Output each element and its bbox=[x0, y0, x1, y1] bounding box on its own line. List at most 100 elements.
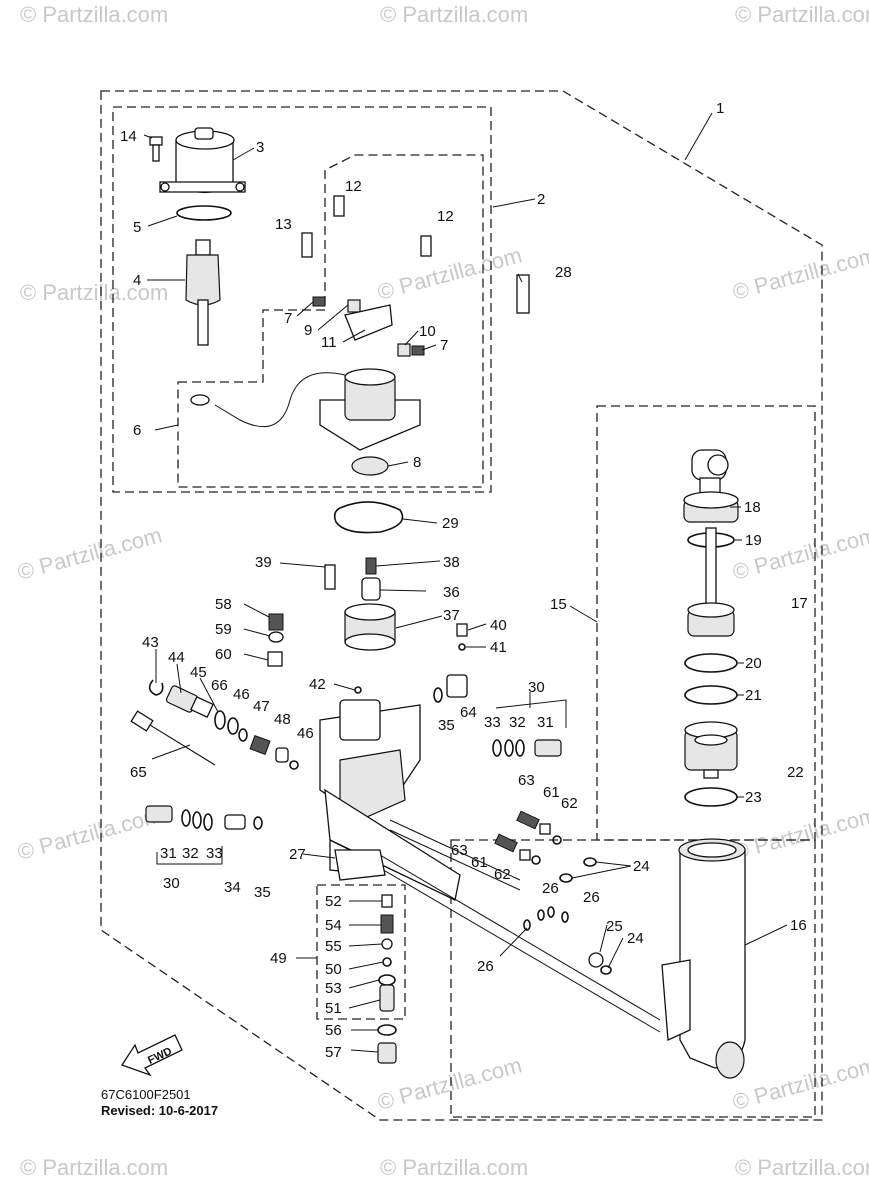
o-ring-46b bbox=[289, 760, 299, 770]
callout-29: 29 bbox=[442, 515, 459, 532]
callout-25: 25 bbox=[606, 918, 623, 935]
callout-12b: 12 bbox=[437, 208, 454, 225]
watermark: © Partzilla.com bbox=[375, 242, 525, 305]
callout-61b: 61 bbox=[471, 854, 488, 871]
o-ring-24a bbox=[583, 857, 597, 867]
callout-7b: 7 bbox=[440, 337, 448, 354]
callout-12a: 12 bbox=[345, 178, 362, 195]
o-ring-41 bbox=[458, 643, 466, 651]
watermark: © Partzilla.com bbox=[735, 1155, 869, 1180]
callout-45: 45 bbox=[190, 664, 207, 681]
watermark: © Partzilla.com bbox=[20, 2, 168, 27]
o-ring-26b bbox=[547, 906, 555, 918]
bolt-12a bbox=[333, 195, 345, 217]
callout-6: 6 bbox=[133, 422, 141, 439]
callout-5: 5 bbox=[133, 219, 141, 236]
o-ring-26a bbox=[537, 909, 545, 921]
spacer-36 bbox=[361, 577, 381, 601]
tilt-cylinder-outline-16 bbox=[450, 839, 816, 1118]
spring-47 bbox=[249, 735, 271, 755]
relief-valves bbox=[494, 810, 562, 865]
pipe bbox=[389, 829, 521, 891]
o-ring-42 bbox=[354, 686, 362, 694]
callout-1: 1 bbox=[716, 100, 724, 117]
callout-49: 49 bbox=[270, 950, 287, 967]
callout-44: 44 bbox=[168, 649, 185, 666]
pin-40 bbox=[456, 623, 468, 637]
callout-53: 53 bbox=[325, 980, 342, 997]
callout-37: 37 bbox=[443, 607, 460, 624]
callout-46a: 46 bbox=[233, 686, 250, 703]
callout-52: 52 bbox=[325, 893, 342, 910]
callout-39: 39 bbox=[255, 554, 272, 571]
callout-62b: 62 bbox=[494, 866, 511, 883]
callout-4: 4 bbox=[133, 272, 141, 289]
callout-9: 9 bbox=[304, 322, 312, 339]
callout-63b: 63 bbox=[451, 842, 468, 859]
callout-24b: 24 bbox=[627, 930, 644, 947]
callout-60: 60 bbox=[215, 646, 232, 663]
tilt-ram bbox=[683, 449, 739, 637]
pipe bbox=[379, 854, 661, 1021]
o-ring-5 bbox=[176, 205, 232, 221]
callout-32b: 32 bbox=[182, 845, 199, 862]
callout-47: 47 bbox=[253, 698, 270, 715]
diagram-code: 67C6100F2501 bbox=[101, 1087, 191, 1102]
callout-33a: 33 bbox=[484, 714, 501, 731]
ball-59 bbox=[268, 631, 284, 643]
o-ring-66 bbox=[227, 717, 239, 735]
o-ring-23 bbox=[684, 787, 738, 807]
bolt-14 bbox=[149, 136, 163, 162]
watermark: © Partzilla.com bbox=[15, 802, 165, 865]
valve-48 bbox=[275, 747, 289, 763]
watermark: © Partzilla.com bbox=[380, 2, 528, 27]
callout-34: 34 bbox=[224, 879, 241, 896]
revision-date: Revised: 10-6-2017 bbox=[101, 1103, 218, 1118]
valve-group-49 bbox=[378, 894, 396, 1012]
callout-8: 8 bbox=[413, 454, 421, 471]
callout-15: 15 bbox=[550, 596, 567, 613]
pipe bbox=[379, 867, 661, 1033]
callout-16: 16 bbox=[790, 917, 807, 934]
callout-11: 11 bbox=[321, 334, 337, 351]
tilt-cylinder-16 bbox=[661, 838, 746, 1079]
callout-62a: 62 bbox=[561, 795, 578, 812]
watermark: © Partzilla.com bbox=[20, 280, 168, 305]
callout-31b: 31 bbox=[160, 845, 177, 862]
callout-38: 38 bbox=[443, 554, 460, 571]
watermark: © Partzilla.com bbox=[730, 242, 869, 305]
callout-54: 54 bbox=[325, 917, 342, 934]
bolt-12b bbox=[420, 235, 432, 257]
callout-24a: 24 bbox=[633, 858, 650, 875]
parts-drawing: FWD bbox=[121, 127, 746, 1079]
callout-7a: 7 bbox=[284, 310, 292, 327]
callout-63a: 63 bbox=[518, 772, 535, 789]
callout-51: 51 bbox=[325, 1000, 342, 1017]
callout-56: 56 bbox=[325, 1022, 342, 1039]
callout-65: 65 bbox=[130, 764, 147, 781]
callout-36: 36 bbox=[443, 584, 460, 601]
callout-26c: 26 bbox=[477, 958, 494, 975]
circlip-43 bbox=[148, 679, 164, 696]
watermark: © Partzilla.com bbox=[20, 1155, 168, 1180]
callout-10: 10 bbox=[419, 323, 436, 340]
callout-66: 66 bbox=[211, 677, 228, 694]
callout-28: 28 bbox=[555, 264, 572, 281]
spring-58 bbox=[268, 613, 284, 631]
callout-labels: 1 2 3 4 5 6 7 7 8 9 10 11 12 12 13 14 15… bbox=[120, 100, 808, 1061]
callout-14: 14 bbox=[120, 128, 137, 145]
plug-60 bbox=[267, 651, 283, 667]
o-ring-29 bbox=[333, 501, 404, 534]
pump-base bbox=[190, 368, 421, 451]
screw-39 bbox=[324, 564, 336, 590]
callout-64: 64 bbox=[460, 704, 477, 721]
callout-33b: 33 bbox=[206, 845, 223, 862]
callout-43: 43 bbox=[142, 634, 159, 651]
leader-lines bbox=[143, 112, 788, 1053]
callout-48: 48 bbox=[274, 711, 291, 728]
watermark: © Partzilla.com bbox=[735, 2, 869, 27]
callout-61a: 61 bbox=[543, 784, 560, 801]
armature-part bbox=[185, 239, 221, 346]
bolt-65 bbox=[130, 710, 216, 766]
